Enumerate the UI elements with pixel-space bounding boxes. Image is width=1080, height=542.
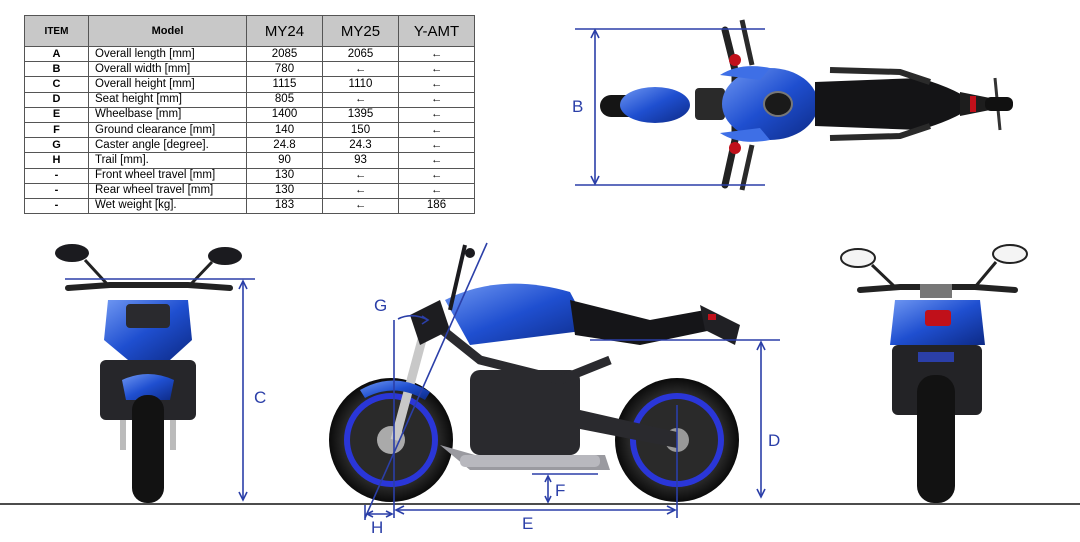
dimension-h xyxy=(364,505,394,520)
top-view-motorcycle xyxy=(600,19,1013,191)
header-my24: MY24 xyxy=(246,15,323,47)
dimension-e xyxy=(393,320,678,518)
dimension-b xyxy=(575,28,765,186)
dimension-h-label: H xyxy=(371,518,383,537)
spec-my24-cell: 183 xyxy=(246,197,323,215)
dimension-d xyxy=(590,339,780,499)
spec-row: -Rear wheel travel [mm]130←← xyxy=(24,182,475,199)
spec-model-cell: Wheelbase [mm] xyxy=(88,106,247,123)
spec-model-cell: Front wheel travel [mm] xyxy=(88,167,247,184)
spec-model-cell: Rear wheel travel [mm] xyxy=(88,182,247,199)
spec-model-cell: Wet weight [kg]. xyxy=(88,197,247,215)
spec-item-cell: - xyxy=(24,197,89,215)
spec-my24-cell: 90 xyxy=(246,152,323,169)
header-item: ITEM xyxy=(24,15,89,47)
dimension-f-label: F xyxy=(555,481,565,500)
dimension-f xyxy=(532,473,598,504)
header-yamt: Y-AMT xyxy=(398,15,475,47)
spec-my25-cell: 150 xyxy=(322,121,399,139)
side-view-motorcycle xyxy=(329,244,740,502)
dimension-c-label: C xyxy=(254,388,266,407)
rear-view-motorcycle xyxy=(840,244,1028,503)
spec-model-cell: Overall width [mm] xyxy=(88,61,247,78)
front-view-motorcycle xyxy=(55,244,242,503)
dimension-g xyxy=(364,242,488,519)
spec-my25-cell: 1110 xyxy=(322,76,399,93)
spec-yamt-cell: 186 xyxy=(398,197,475,215)
dimension-b-label: B xyxy=(572,97,583,116)
spec-my24-cell: 1115 xyxy=(246,76,323,93)
spec-row: -Front wheel travel [mm]130←← xyxy=(24,167,475,184)
dimension-g-label: G xyxy=(374,296,387,315)
spec-my25-cell: ← xyxy=(322,197,399,215)
spec-table-header: ITEM Model MY24 MY25 Y-AMT xyxy=(24,15,475,47)
spec-row: -Wet weight [kg].183←186 xyxy=(24,197,475,215)
dimension-c xyxy=(65,278,255,502)
dimension-e-label: E xyxy=(522,514,533,533)
header-my25: MY25 xyxy=(322,15,399,47)
spec-my25-cell: 2065 xyxy=(322,45,399,63)
dimension-d-label: D xyxy=(768,431,780,450)
